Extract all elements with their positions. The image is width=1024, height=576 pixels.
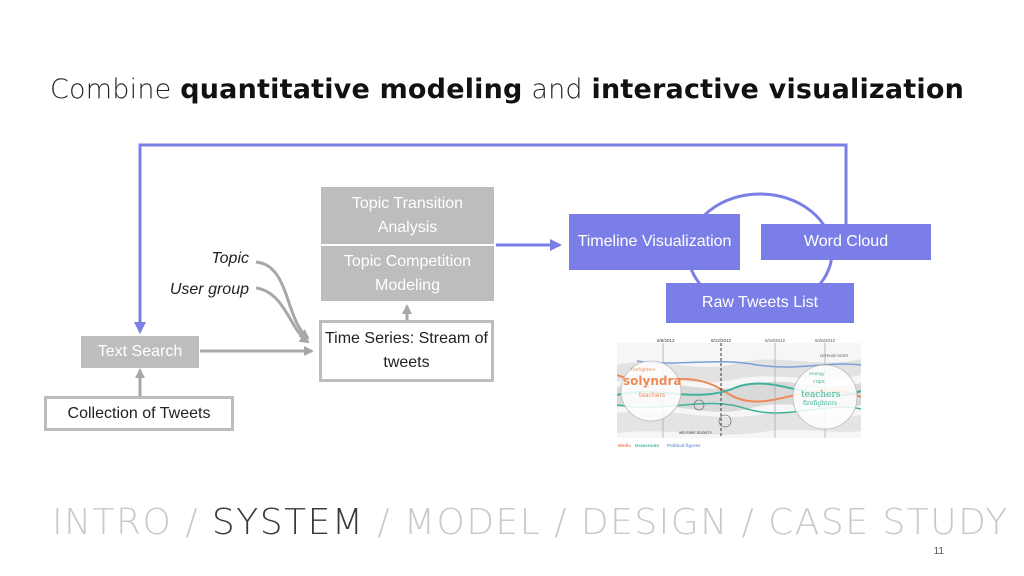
thumb-word-firefighters-left: firefighters xyxy=(631,367,656,373)
title-part-1: Combine xyxy=(50,74,181,105)
thumb-date-3: 6/19/2012 xyxy=(765,338,786,343)
thumb-word-cops: cops xyxy=(813,379,825,385)
nav-system: SYSTEM xyxy=(211,502,365,543)
text-search-box: Text Search xyxy=(81,336,199,368)
timeline-label: Timeline Visualization xyxy=(577,233,732,250)
thumb-legend-media: Media xyxy=(618,443,631,448)
thumb-bottom-label: WELFARE SOCIETY xyxy=(679,431,713,435)
topic-competition-box: Topic Competition Modeling xyxy=(321,246,494,301)
thumb-word-solyndra: solyndra xyxy=(623,374,681,388)
usergroup-curve-arrow xyxy=(255,286,310,344)
thumbnail-svg: 6/5/2012 6/12/2012 6/19/2012 6/26/2012 D… xyxy=(617,338,861,448)
raw-tweets-label: Raw Tweets List xyxy=(701,294,819,311)
timeline-visualization-box: Timeline Visualization xyxy=(569,214,740,270)
text-search-label: Text Search xyxy=(97,343,183,360)
thumb-word-firefighters-right: firefighters xyxy=(803,400,837,407)
nav-rest: / MODEL / DESIGN / CASE STUDY xyxy=(364,502,1009,543)
nav-separator: / xyxy=(172,502,212,543)
thumb-word-teachers-right: teachers xyxy=(801,390,841,400)
topic-label: Topic xyxy=(211,250,249,267)
topic-transition-label: Topic Transition Analysis xyxy=(351,194,464,236)
word-cloud-label: Word Cloud xyxy=(803,233,889,250)
thumb-date-2: 6/12/2012 xyxy=(711,338,732,343)
thumb-legend-grassroots: Grassroots xyxy=(635,443,660,448)
word-cloud-box: Word Cloud xyxy=(761,224,931,260)
collection-label: Collection of Tweets xyxy=(67,404,211,422)
page-number: 11 xyxy=(933,546,944,557)
slide-title: Combine quantitative modeling and intera… xyxy=(50,74,964,105)
title-part-3: and xyxy=(522,74,592,105)
collection-box: Collection of Tweets xyxy=(44,396,234,431)
nav-intro: INTRO xyxy=(52,502,173,543)
thumb-date-1: 6/5/2012 xyxy=(657,338,675,343)
visualization-thumbnail: 6/5/2012 6/12/2012 6/19/2012 6/26/2012 D… xyxy=(617,335,861,451)
thumb-word-energy: energy xyxy=(809,371,825,377)
time-series-box: Time Series: Stream of tweets xyxy=(319,320,494,382)
topic-competition-label: Topic Competition Modeling xyxy=(343,252,472,294)
thumb-word-teachers-left: teachers xyxy=(639,392,665,399)
user-group-label: User group xyxy=(169,281,249,298)
thumb-corner-label: DEFENSE INTER xyxy=(820,354,848,358)
topic-curve-arrow xyxy=(255,260,310,340)
topic-transition-box: Topic Transition Analysis xyxy=(321,187,494,244)
title-part-4: interactive visualization xyxy=(591,74,964,105)
time-series-label: Time Series: Stream of tweets xyxy=(324,330,488,371)
feedback-loop-arrow xyxy=(134,143,848,334)
title-part-2: quantitative modeling xyxy=(180,74,523,105)
section-nav: INTRO / SYSTEM / MODEL / DESIGN / CASE S… xyxy=(52,502,1009,543)
thumb-legend-political: Political figures xyxy=(667,443,701,448)
thumb-cloud-left xyxy=(620,360,682,422)
thumb-date-4: 6/26/2012 xyxy=(815,338,836,343)
raw-tweets-box: Raw Tweets List xyxy=(666,283,854,323)
thumb-cloud-right xyxy=(792,364,858,430)
